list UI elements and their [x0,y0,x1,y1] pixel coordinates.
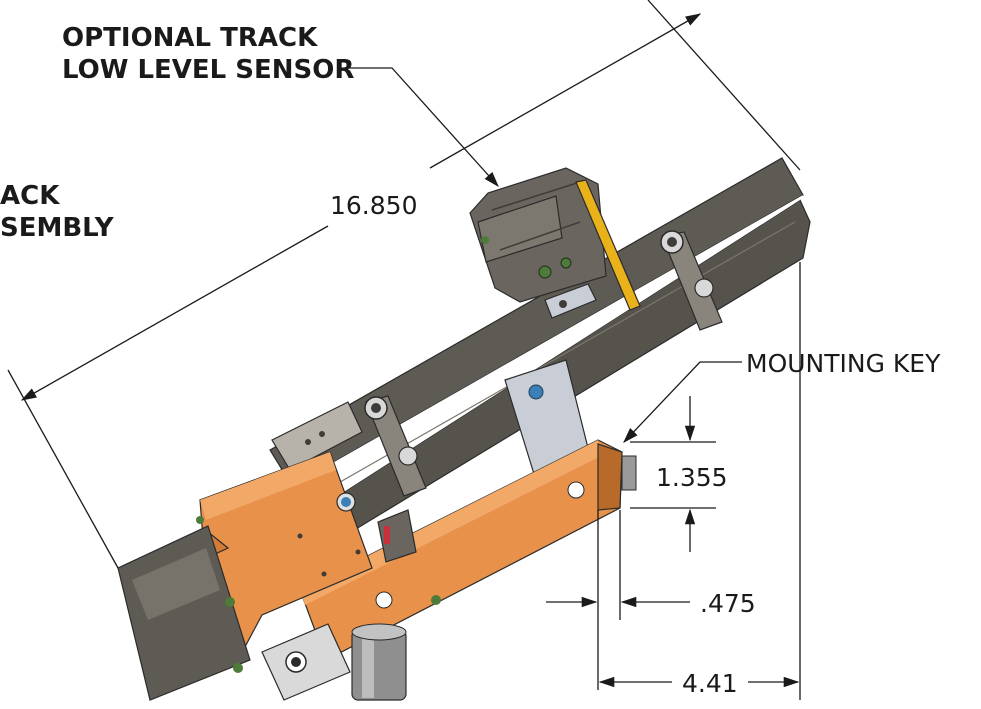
callout-track-line2: SEMBLY [0,213,115,243]
leader-mounting-key [623,361,742,443]
adjustment-links [271,230,723,497]
callout-sensor-line2: LOW LEVEL SENSOR [62,55,354,85]
dimension-key-height [630,396,716,552]
dimension-key-offset-label: .475 [700,589,756,618]
key-bolt [621,455,637,491]
dimension-key-height-label: 1.355 [656,463,728,492]
screw-icon [538,265,552,279]
key-block [597,443,623,511]
dimension-base-width [598,262,801,700]
callout-sensor-line1: OPTIONAL TRACK [62,23,318,53]
leader-sensor [346,67,499,187]
callout-mounting-key: MOUNTING KEY [746,349,941,378]
orange-bracket-assembly [117,439,637,701]
screw-icon [560,257,572,269]
track-slot [292,195,803,520]
dimension-base-width-label: 4.41 [682,669,738,698]
sensor-yellow-strip [575,179,641,311]
screw-icon [431,595,441,605]
arm-hole-icon [375,591,393,609]
link-nut-icon [398,446,418,466]
screw-icon [481,236,489,244]
arm-hole-icon [567,481,585,499]
grey-housing [117,525,251,701]
link-nut-icon [694,278,714,298]
screw-icon [233,663,243,673]
screw-icon [196,516,204,524]
mounting-key-plate [504,359,591,475]
low-level-sensor [469,167,641,319]
dimension-overall-length-label: 16.850 [330,191,417,220]
dimension-overall-length [7,0,801,569]
screw-icon [225,597,235,607]
callout-track-line1: ACK [0,181,60,211]
plate-screw-icon [528,384,544,400]
sensor-plate [544,283,597,319]
dimension-key-offset [546,510,690,690]
